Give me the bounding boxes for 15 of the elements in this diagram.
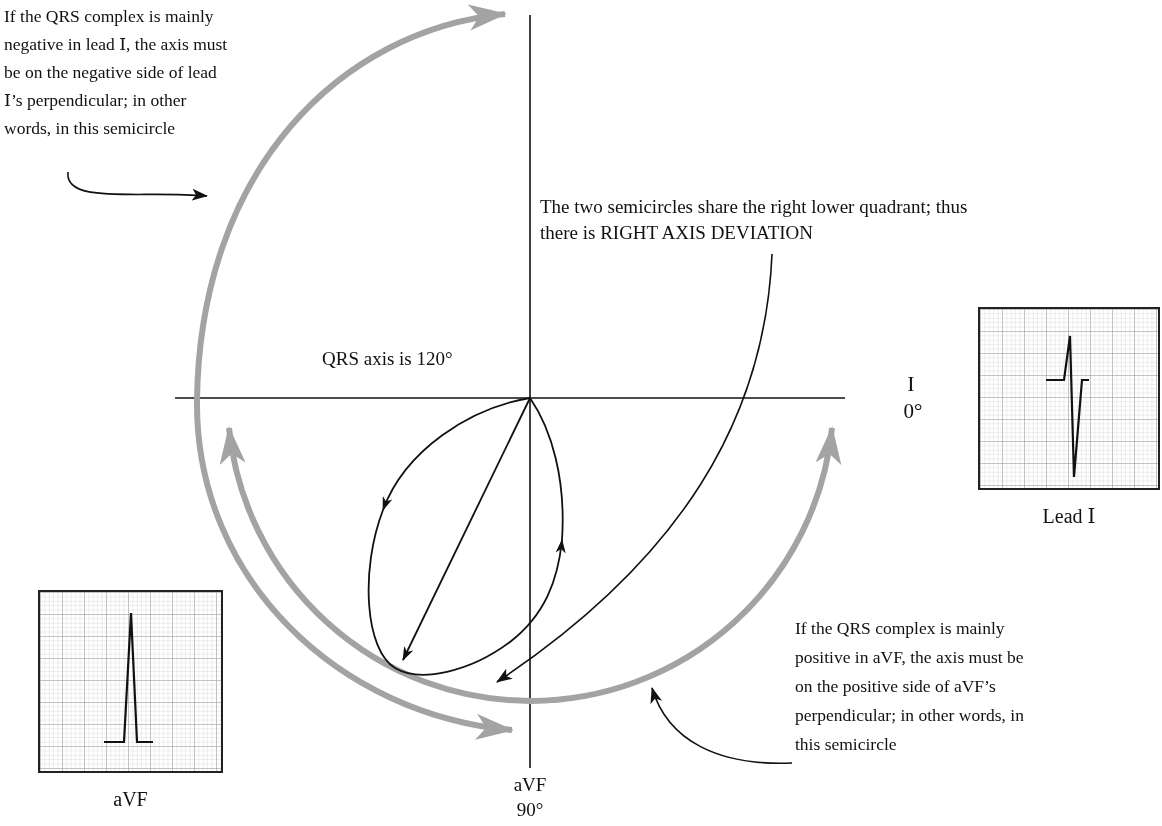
leader-line <box>496 253 773 683</box>
annotation-text: The two semicircles share the right lower quadrant; thus there is RIGHT AXIS DEVIATION <box>540 195 969 245</box>
lead-axis-label: 0° <box>903 399 923 425</box>
lead-axis-label: 90° <box>516 799 544 822</box>
annotation-text: If the QRS complex is mainly positive in aVF, the axis must be on the positive side of aVF’s perpendicular; in other words, in this semicircle <box>795 617 1025 756</box>
lead-axis-label: I <box>907 371 915 398</box>
axis-annotation: QRS axis is 120° <box>322 348 453 371</box>
ecg-strip-drawing <box>38 590 223 773</box>
leader-line <box>651 687 793 764</box>
annotation-text: If the QRS complex is mainly negative in lead Ⅰ, the axis must be on the negative side of lead Ⅰ’s perpendicular; in other words, in this semicircle <box>4 5 229 140</box>
lead-caption: aVF <box>113 787 148 811</box>
lead-caption: Lead Ⅰ <box>1042 504 1096 528</box>
lead-axis-label: aVF <box>513 774 547 797</box>
leader-line <box>67 171 208 201</box>
ecg-strip-drawing <box>978 307 1160 490</box>
